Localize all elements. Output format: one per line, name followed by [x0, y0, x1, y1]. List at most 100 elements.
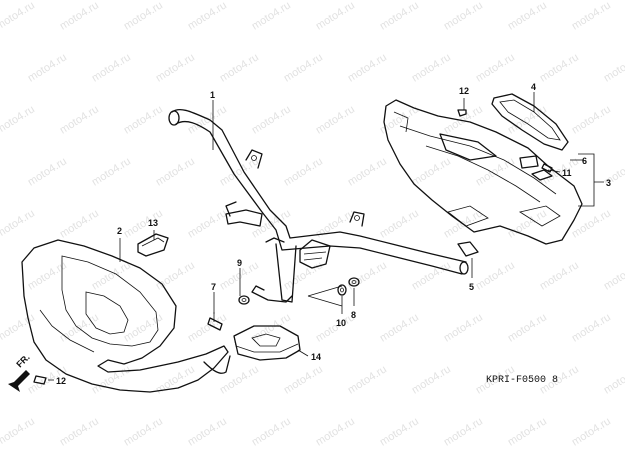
watermark-text: moto4.ru — [410, 259, 453, 292]
clip-parts — [457, 109, 553, 257]
watermark-text: moto4.ru — [314, 207, 357, 240]
watermark-text: moto4.ru — [378, 311, 421, 344]
watermark-text: moto4.ru — [218, 51, 261, 84]
callout-5: 5 — [469, 282, 474, 292]
watermark-text: moto4.ru — [122, 0, 165, 33]
watermark-text: moto4.ru — [154, 259, 197, 292]
callout-8: 8 — [351, 310, 356, 320]
watermark-text: moto4.ru — [378, 415, 421, 448]
callout-10: 10 — [336, 318, 346, 328]
watermark-text: moto4.ru — [218, 363, 261, 396]
watermark-text: moto4.ru — [314, 415, 357, 448]
callout-3: 3 — [606, 178, 611, 188]
watermark-text: moto4.ru — [250, 103, 293, 136]
watermark-text: moto4.ru — [154, 363, 197, 396]
callout-7: 7 — [211, 282, 216, 292]
watermark-text: moto4.ru — [58, 207, 101, 240]
watermark-text: moto4.ru — [186, 415, 229, 448]
watermark-text: moto4.ru — [0, 103, 37, 136]
watermark-text: moto4.ru — [346, 155, 389, 188]
watermark-text: moto4.ru — [122, 103, 165, 136]
hardware-parts — [33, 163, 553, 385]
callout-12-bottom: 12 — [56, 376, 66, 386]
callout-labels: 1 2 3 4 5 6 7 8 9 10 11 12 12 13 14 — [56, 82, 611, 386]
watermark-text: moto4.ru — [538, 51, 581, 84]
watermark-text: moto4.ru — [346, 259, 389, 292]
leader-lines — [48, 92, 604, 381]
watermark-text: moto4.ru — [602, 51, 625, 84]
callout-12-top: 12 — [459, 86, 469, 96]
watermark-text: moto4.ru — [378, 0, 421, 33]
watermark-text: moto4.ru — [602, 259, 625, 292]
watermark-text: moto4.ru — [570, 207, 613, 240]
watermark-text: moto4.ru — [26, 155, 69, 188]
watermark-text: moto4.ru — [346, 363, 389, 396]
watermark-text: moto4.ru — [0, 415, 37, 448]
watermark-text: moto4.ru — [186, 311, 229, 344]
diagram-code: KPRI-F0500 8 — [486, 375, 558, 386]
indicator-lens — [491, 93, 569, 151]
callout-11: 11 — [562, 168, 572, 178]
watermark-text: moto4.ru — [410, 155, 453, 188]
watermark-text: moto4.ru — [26, 51, 69, 84]
watermark-text: moto4.ru — [282, 51, 325, 84]
watermark-text: moto4.ru — [506, 0, 549, 33]
watermark-text: moto4.ru — [186, 0, 229, 33]
watermark-text: moto4.ru — [442, 415, 485, 448]
watermark-text: moto4.ru — [58, 103, 101, 136]
callout-4: 4 — [531, 82, 536, 92]
watermark-text: moto4.ru — [346, 51, 389, 84]
watermark-text: moto4.ru — [90, 51, 133, 84]
handlebar-pipe — [168, 108, 469, 303]
callout-13: 13 — [148, 218, 158, 228]
watermark-text: moto4.ru — [538, 259, 581, 292]
watermark-text: moto4.ru — [474, 51, 517, 84]
handlebar-rear-cover — [383, 99, 583, 245]
watermark-text: moto4.ru — [378, 207, 421, 240]
handlebar-front-cover — [21, 239, 231, 393]
watermark-text: moto4.ru — [570, 311, 613, 344]
watermark-text: moto4.ru — [474, 155, 517, 188]
rubber-grommet — [233, 325, 301, 361]
watermark-text: moto4.ru — [0, 311, 37, 344]
direction-label: FR. — [14, 352, 31, 369]
watermark-text: moto4.ru — [0, 207, 37, 240]
watermark-text: moto4.ru — [58, 415, 101, 448]
watermark-text: moto4.ru — [442, 103, 485, 136]
watermark-text: moto4.ru — [506, 311, 549, 344]
watermark-text: moto4.ru — [122, 207, 165, 240]
callout-1: 1 — [210, 90, 215, 100]
watermark-text: moto4.ru — [154, 155, 197, 188]
watermark-text: moto4.ru — [602, 363, 625, 396]
watermark-text: moto4.ru — [122, 311, 165, 344]
watermark-text: moto4.ru — [186, 207, 229, 240]
callout-6: 6 — [582, 156, 587, 166]
watermark-text: moto4.ru — [58, 0, 101, 33]
watermark-text: moto4.ru — [122, 415, 165, 448]
watermark-text: moto4.ru — [314, 0, 357, 33]
rubber-pad — [137, 233, 169, 257]
watermark-text: moto4.ru — [570, 0, 613, 33]
watermark-text: moto4.ru — [442, 311, 485, 344]
watermark-text: moto4.ru — [250, 311, 293, 344]
callout-9: 9 — [237, 258, 242, 268]
watermark-text: moto4.ru — [282, 155, 325, 188]
watermark-text: moto4.ru — [506, 415, 549, 448]
watermark-text: moto4.ru — [90, 363, 133, 396]
watermark-text: moto4.ru — [410, 363, 453, 396]
callout-14: 14 — [311, 352, 321, 362]
watermark-text: moto4.ru — [410, 51, 453, 84]
watermark-text: moto4.ru — [570, 103, 613, 136]
watermark-text: moto4.ru — [570, 415, 613, 448]
watermark-text: moto4.ru — [442, 0, 485, 33]
front-arrow-icon — [8, 370, 30, 392]
watermark-text: moto4.ru — [0, 0, 37, 33]
watermark-text: moto4.ru — [474, 259, 517, 292]
watermark-text: moto4.ru — [90, 259, 133, 292]
watermark-text: moto4.ru — [314, 103, 357, 136]
watermark-text: moto4.ru — [90, 155, 133, 188]
watermark-text: moto4.ru — [250, 0, 293, 33]
watermark-text: moto4.ru — [154, 51, 197, 84]
watermark-text: moto4.ru — [58, 311, 101, 344]
